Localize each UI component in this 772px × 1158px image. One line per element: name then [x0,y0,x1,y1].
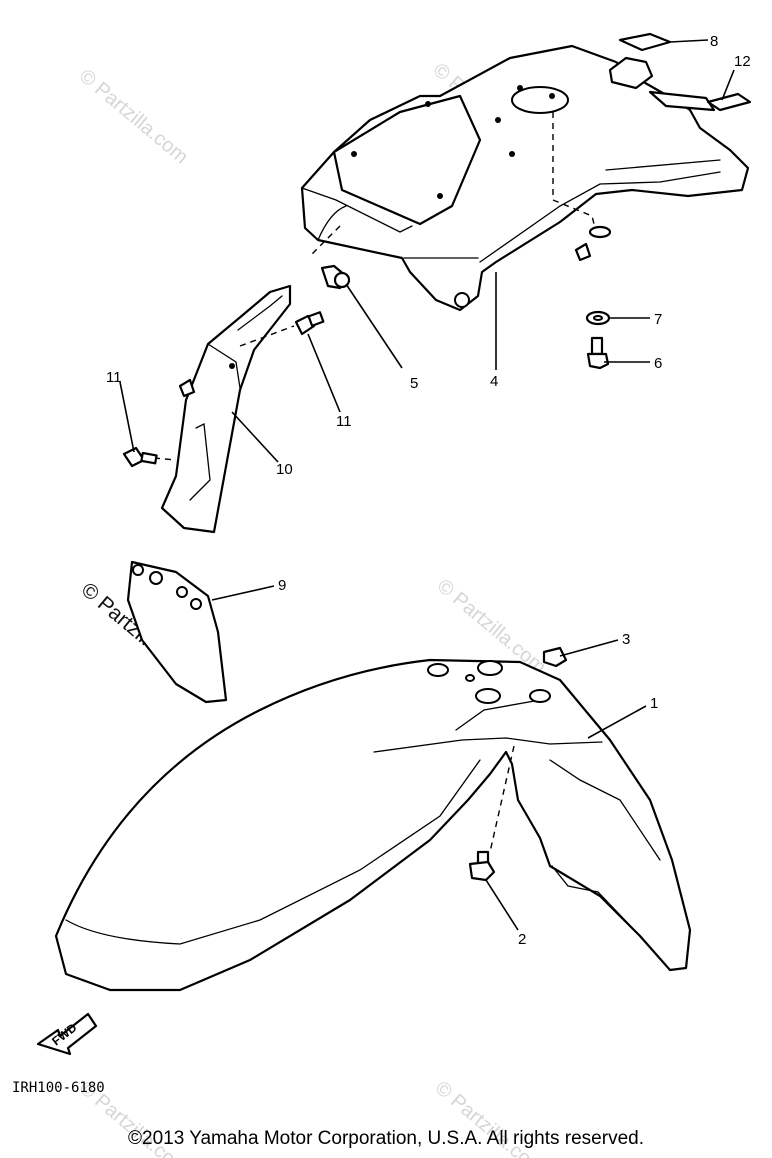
callout-label: 9 [278,577,286,594]
copyright-notice: ©2013 Yamaha Motor Corporation, U.S.A. A… [128,1128,644,1149]
dashed-guide [153,457,177,461]
fwd-arrow-icon: FWD [36,1012,98,1056]
bolt-part-11 [122,446,158,468]
front-fender-part-1 [54,658,692,992]
bolt-part-6 [586,336,610,370]
rear-fender-part-4 [300,44,750,312]
nut-clip [574,225,612,262]
bolt-part-2 [468,850,496,882]
watermark-text: © Partzilla.com [75,65,192,168]
callout-label: 5 [410,375,418,392]
dashed-guide [239,325,295,347]
callout-label: 1 [650,695,658,712]
callout-label: 8 [710,33,718,50]
leader-lines [119,39,735,931]
bolt-part-11 [294,311,325,336]
callout-label: 3 [622,631,630,648]
dashed-guide [552,112,597,233]
callout-label: 11 [106,369,122,386]
callout-label: 6 [654,355,662,372]
callouts: 1 2 3 4 5 6 7 8 9 10 11 11 12 [106,33,751,948]
diagram-code: IRH100-6180 [12,1080,105,1096]
callout-label: 12 [734,53,751,70]
nut-part-3 [542,646,568,668]
sticker-part-12 [706,92,752,112]
callout-label: 2 [518,931,526,948]
callout-label: 7 [654,311,662,328]
washer-part-7 [585,310,611,326]
callout-label: 4 [490,373,498,390]
callout-label: 10 [276,461,293,478]
dashed-guide [309,225,341,257]
plate-part-9 [126,560,228,704]
flap-part-10 [160,284,292,534]
callout-label: 11 [336,413,352,430]
grommet-part-5 [320,264,351,290]
dashed-guide [489,745,515,853]
plate-part-8 [618,32,672,52]
